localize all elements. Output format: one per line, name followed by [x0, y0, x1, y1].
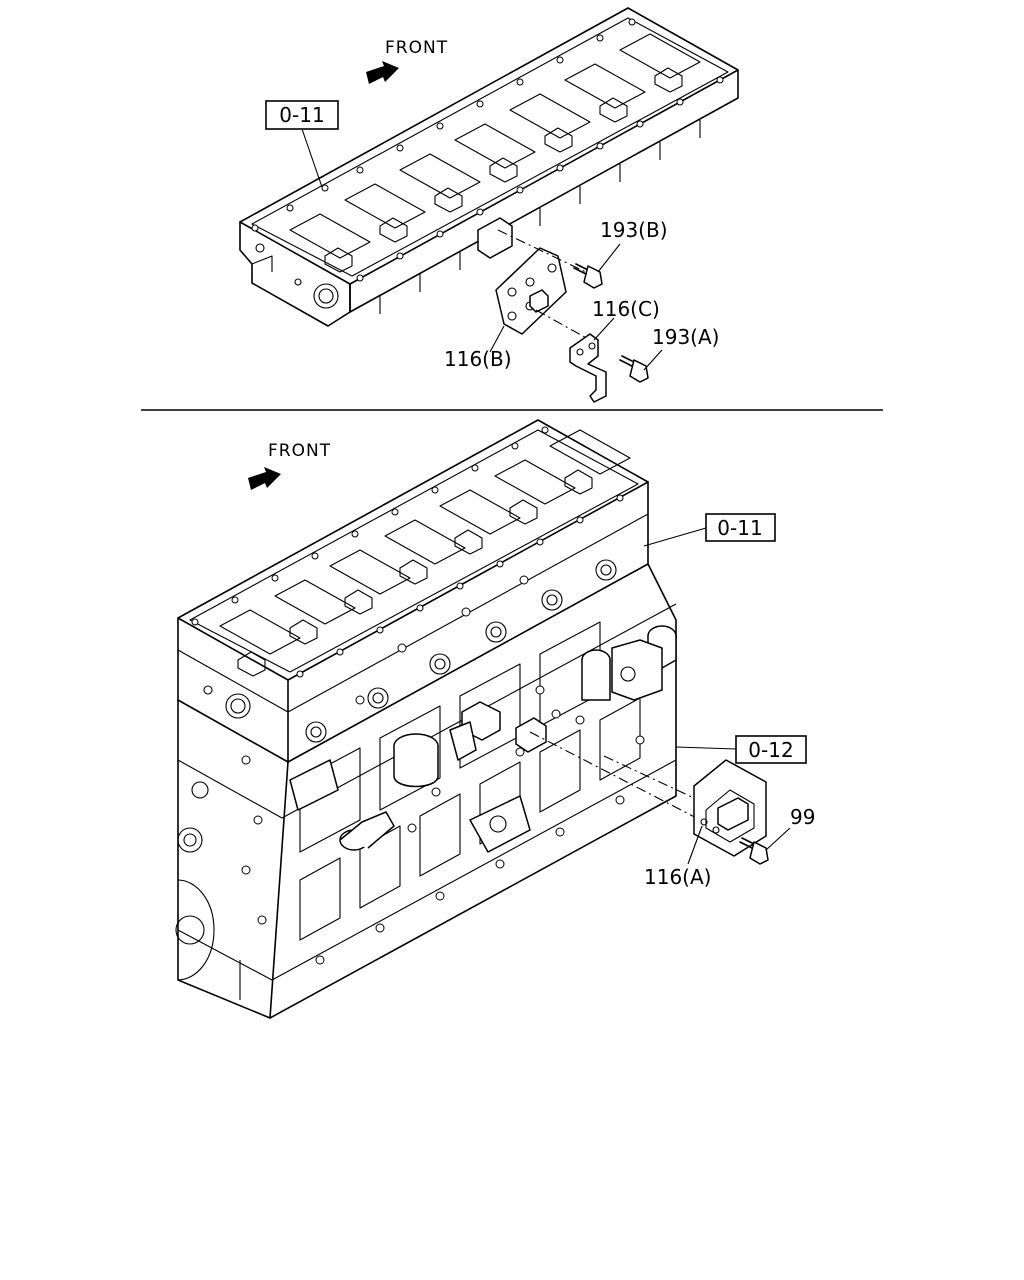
callout-bracket-116a: 116(A) [644, 865, 711, 889]
callout-bolt-193a: 193(A) [652, 325, 719, 349]
callout-bolt-99: 99 [790, 805, 815, 829]
cylinder-head-top [239, 7, 739, 327]
engine-assembly [175, 419, 677, 1019]
callout-bracket-116b: 116(B) [444, 347, 512, 371]
top-view: FRONT 0-11 [239, 7, 739, 403]
bracket-116c[interactable] [569, 333, 607, 403]
callout-bracket-116c: 116(C) [592, 297, 660, 321]
ref-box-head-top-label: 0-11 [279, 103, 324, 127]
ref-box-head-bottom[interactable]: 0-11 [705, 513, 776, 542]
front-label-bottom: FRONT [268, 441, 331, 461]
bracket-116b[interactable] [495, 247, 567, 335]
bolt-193b[interactable] [573, 263, 603, 289]
front-arrow-icon [366, 61, 399, 84]
bracket-116a[interactable] [693, 759, 767, 857]
ref-box-head-top[interactable]: 0-11 [265, 100, 339, 130]
ref-box-head-bottom-label: 0-11 [717, 516, 762, 540]
callout-bolt-193b: 193(B) [600, 218, 668, 242]
ref-box-block-bottom[interactable]: 0-12 [735, 735, 807, 764]
ref-box-block-bottom-label: 0-12 [748, 738, 793, 762]
bolt-99[interactable] [739, 837, 769, 865]
front-label-top: FRONT [385, 38, 448, 58]
front-arrow-icon [248, 467, 281, 490]
bottom-view: FRONT 0-11 0-12 [175, 419, 815, 1019]
bolt-193a[interactable] [619, 355, 649, 383]
